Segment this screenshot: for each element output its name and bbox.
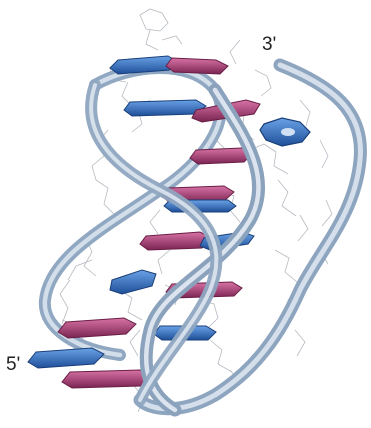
- three-prime-end-label: 3': [262, 34, 276, 56]
- five-prime-end-label: 5': [6, 354, 20, 376]
- base-pair-8: [28, 348, 152, 388]
